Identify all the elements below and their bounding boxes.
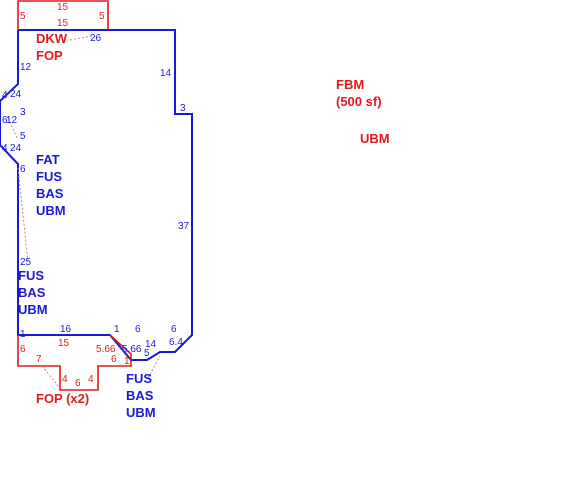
label-bas-mid: BAS (36, 186, 64, 201)
label-fop-top: FOP (36, 48, 63, 63)
dim-3-right: 3 (180, 103, 186, 114)
dim-4-b: 4 (2, 143, 8, 154)
dim-6-red-mid: 6 (111, 354, 117, 365)
label-ubm-left: UBM (18, 302, 48, 317)
label-fus-bottom: FUS (126, 371, 152, 386)
dim-top-5-right: 5 (99, 11, 105, 22)
dim-4-red-a: 4 (62, 374, 68, 385)
dim-6-mid: 6 (135, 324, 141, 335)
dim-566-red: 5.66 (96, 344, 116, 355)
main-building-outline (0, 29, 193, 361)
dim-566-blue: 5.66 (122, 344, 142, 355)
dim-1-mid: 1 (114, 324, 120, 335)
label-bas-bottom: BAS (126, 388, 154, 403)
dim-4-a: 4 (2, 90, 8, 101)
dim-15-bottom: 15 (58, 338, 70, 349)
leader-line-fus-bottom (147, 355, 161, 379)
leader-line-fop-bottom (41, 365, 61, 389)
leader-line-dkw (69, 35, 93, 41)
dim-26: 26 (90, 33, 102, 44)
leader-line-left-top (7, 117, 19, 141)
label-fus-mid: FUS (36, 169, 62, 184)
dim-1-red: 1 (124, 356, 130, 367)
dim-1-left: 1 (20, 329, 26, 340)
dim-top-15-a: 15 (57, 2, 69, 13)
label-ubm-mid: UBM (36, 203, 66, 218)
dim-25: 25 (20, 257, 32, 268)
dim-12: 12 (20, 62, 32, 73)
dim-6-right: 6 (171, 324, 177, 335)
top-porch-outline (17, 0, 109, 30)
dim-12-left: 12 (6, 115, 18, 126)
label-dkw: DKW (36, 31, 68, 46)
dim-16: 16 (60, 324, 72, 335)
dim-6-red-left: 6 (20, 344, 26, 355)
dim-37: 37 (178, 221, 190, 232)
dim-6-under: 6 (20, 164, 26, 175)
label-ubm-right: UBM (360, 131, 390, 146)
dim-24-b: 24 (10, 143, 22, 154)
label-fus-left: FUS (18, 268, 44, 283)
leader-line-fus-left (17, 167, 29, 263)
dim-5-left: 5 (20, 131, 26, 142)
dim-64: 6.4 (169, 337, 183, 348)
dim-7: 7 (36, 354, 42, 365)
label-ubm-bottom: UBM (126, 405, 156, 420)
label-bas-left: BAS (18, 285, 46, 300)
label-fat: FAT (36, 152, 60, 167)
dim-6-red-b: 6 (75, 378, 81, 389)
dim-4-red-b: 4 (88, 374, 94, 385)
dim-3-left: 3 (20, 107, 26, 118)
label-fbm: FBM (336, 77, 364, 92)
dim-24-a: 24 (10, 89, 22, 100)
label-fop-bottom: FOP (x2) (36, 391, 89, 406)
dim-6-left: 6 (2, 115, 8, 126)
dim-14-bottom: 14 (145, 339, 157, 350)
dim-14-right: 14 (160, 68, 172, 79)
dim-5-blue: 5 (144, 348, 150, 359)
bottom-porch-outline (17, 334, 132, 391)
dim-top-5-left: 5 (20, 11, 26, 22)
label-fbm-area: (500 sf) (336, 94, 382, 109)
dim-top-15-b: 15 (57, 18, 69, 29)
